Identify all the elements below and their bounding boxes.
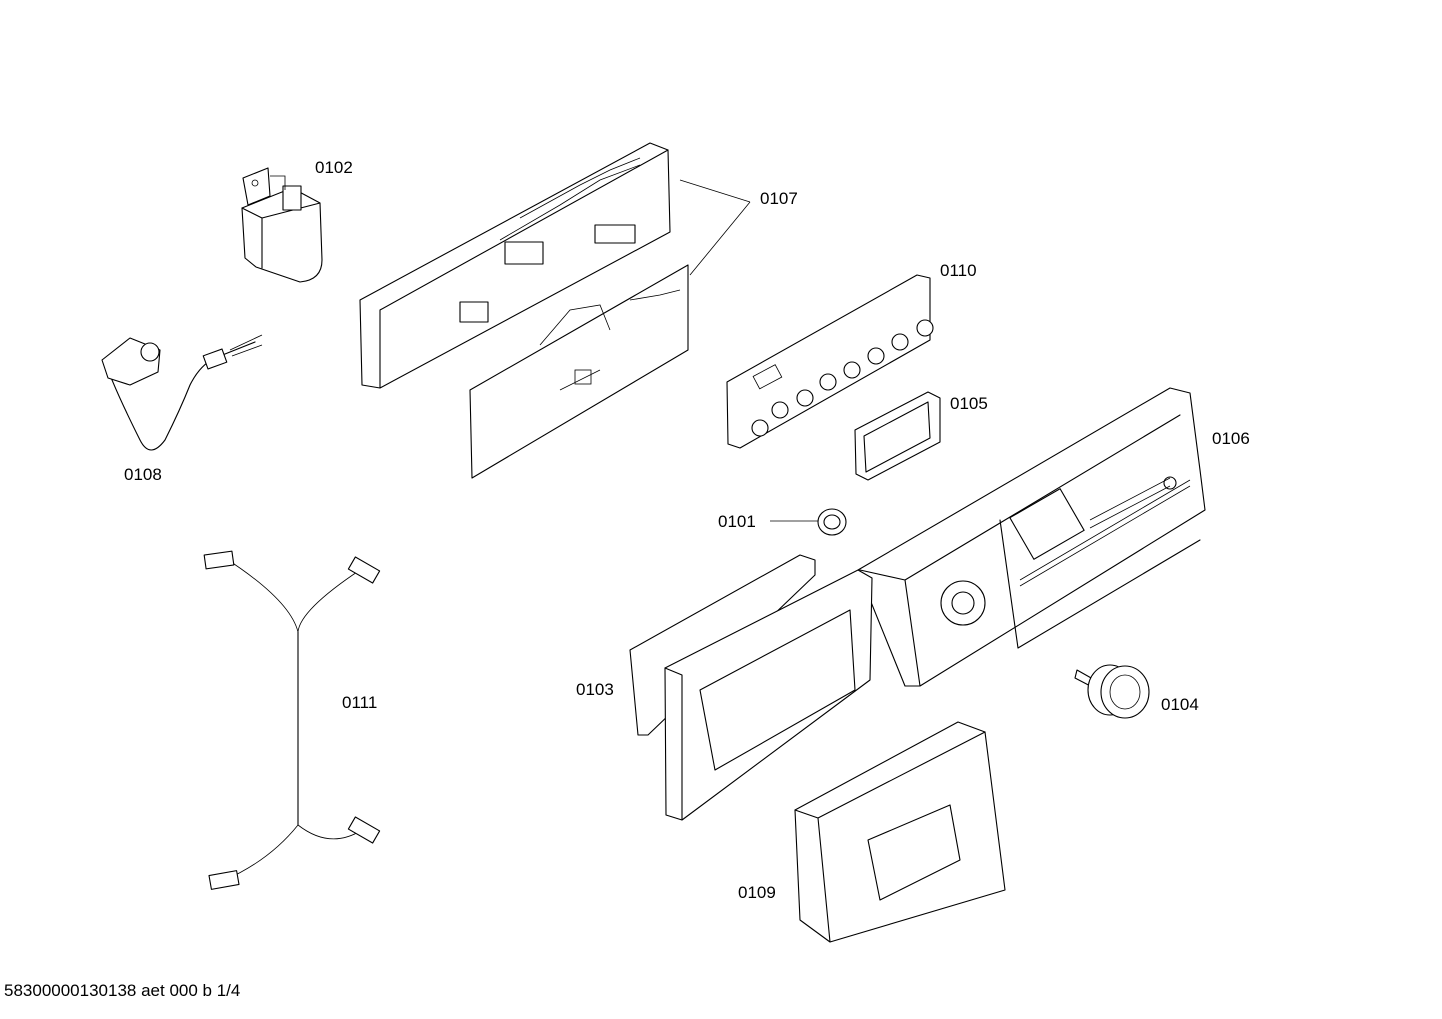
label-0108: 0108 (124, 465, 162, 484)
part-0109-drawer-front (794, 721, 1006, 943)
part-0101-knob-cap (770, 508, 847, 536)
part-0105-display-cover (854, 391, 941, 481)
part-0107-control-module (359, 142, 751, 479)
document-footer: 58300000130138 aet 000 b 1/4 (4, 981, 241, 1000)
label-0107: 0107 (760, 189, 798, 208)
part-0108-power-cord (101, 334, 263, 451)
label-0109: 0109 (738, 883, 776, 902)
label-0102: 0102 (315, 158, 353, 177)
switch-row (751, 319, 934, 437)
label-0103: 0103 (576, 680, 614, 699)
label-0110: 0110 (940, 261, 977, 280)
part-0102-suppressor (241, 167, 323, 283)
label-0101: 0101 (718, 512, 756, 531)
part-0110-pcb (726, 274, 934, 449)
label-0105: 0105 (950, 394, 988, 413)
label-0104: 0104 (1161, 695, 1199, 714)
label-0106: 0106 (1212, 429, 1250, 448)
part-0106-control-panel (857, 387, 1206, 687)
part-0111-wiring-harness (203, 550, 381, 890)
label-0111: 0111 (342, 693, 377, 712)
part-0103-drawer-frame (629, 554, 873, 821)
part-0104-program-knob (1074, 664, 1150, 719)
